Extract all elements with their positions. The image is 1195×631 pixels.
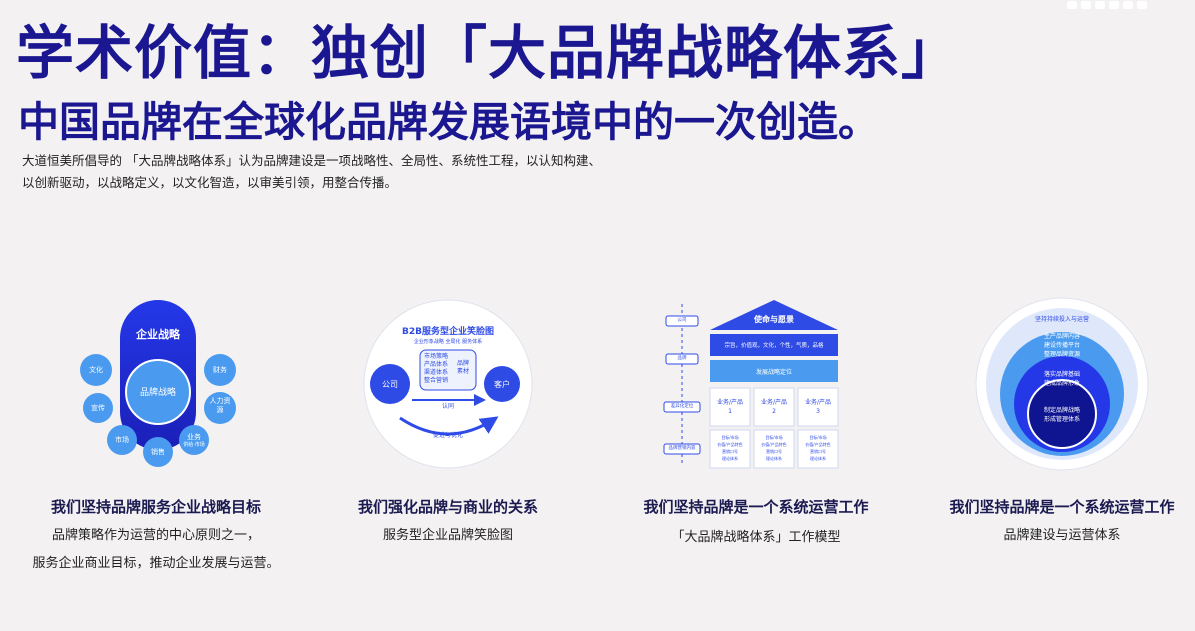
section-work-model: 使命与愿景 宗旨，价值观，文化，个性，气质，品格 发展战略定位 业务/产品 1 … [608,290,904,545]
diagram-top-label: 企业战略 [136,328,180,341]
section-title: 我们坚持品牌服务企业战略目标 [50,498,261,516]
smile-chart-diagram: B2B服务型企业笑脸图 企业形象战略 全局化 服务体系 公司 客户 市场策略 产… [300,290,596,480]
stack-item: 市场策略 [424,353,449,360]
intro-paragraph: 大道恒美所倡导的 「大品牌战略体系」认为品牌建设是一项战略性、全局性、系统性工程… [22,150,601,194]
section-title: 我们坚持品牌是一个系统运营工作 [643,498,869,516]
intro-line: 大道恒美所倡导的 「大品牌战略体系」认为品牌建设是一项战略性、全局性、系统性工程… [22,153,601,168]
section-subtitle: 品牌策略作为运营的中心原则之一， [51,528,260,543]
product-detail: 目标/市场 价值/产品特色 营销口号 理论体系 [761,435,787,461]
ring-content: 生产品牌内容 建设传播平台 整理品牌资源 [1022,332,1102,359]
satellite-label: 宣传 [91,404,105,412]
section-subtitle: 品牌建设与运营体系 [1003,528,1121,543]
ring-item: 建设传播平台 [1043,342,1080,349]
section-subtitle: 服务企业商业目标，推动企业发展与运营。 [32,556,280,571]
product-box: 业务/产品 1 [716,399,744,415]
axis-label: 品牌营销内容 [668,446,696,451]
client-node [484,366,520,402]
outer-ring-label: 坚持持续投入与运营 [1034,316,1089,323]
stack-item: 渠道体系 [424,369,449,376]
page-title: 学术价值：独创「大品牌战略体系」 [16,19,961,87]
ring-item: 形成管理体系 [1043,416,1080,423]
stack-item: 整合营销 [424,377,449,384]
ring-item: 生产品牌内容 [1043,333,1080,340]
brand-strategy-core [125,359,191,425]
satellite-label: 文化 [89,366,103,374]
arrow-label-optimize: 促进与优化 [432,432,463,439]
axis-label: 差异化定位 [670,404,694,409]
satellite-label: 销售 [151,448,165,456]
company-label: 公司 [382,380,398,389]
smile-chart-title: B2B服务型企业笑脸图 [402,327,494,337]
ring-item: 制定品牌战略 [1043,407,1080,414]
axis-label: 公司 [677,318,687,323]
company-node [370,364,410,404]
ring-base: 落实品牌基础 建成品牌形象 [1022,370,1102,388]
material-label: 品牌素材 [457,360,470,375]
ring-item: 落实品牌基础 [1043,371,1080,378]
smile-chart-subtitle: 企业形象战略 全局化 服务体系 [413,339,483,345]
satellite-label: 人力资源 [209,397,231,414]
strategy-orbit-diagram: 企业战略 品牌战略 文化 财务 宣传 人力资源 市场 业务 供给·市场 销售 [8,290,304,480]
strategy-stack: 市场策略 产品体系 渠道体系 整合营销 [424,353,454,385]
concentric-rings-diagram: 坚持持续投入与运营 生产品牌内容 建设传播平台 整理品牌资源 落实品牌基础 建成… [914,290,1195,480]
satellite-note: 供给·市场 [183,442,205,448]
stack-item: 产品体系 [424,361,449,368]
product-box: 业务/产品 3 [804,399,832,415]
section-title: 我们坚持品牌是一个系统运营工作 [949,498,1175,516]
page-subtitle: 中国品牌在全球化品牌发展语境中的一次创造。 [18,98,879,146]
brand-house-diagram: 使命与愿景 宗旨，价值观，文化，个性，气质，品格 发展战略定位 业务/产品 1 … [608,290,904,480]
section-title: 我们强化品牌与商业的关系 [357,498,538,516]
arrow-label-recognition: 认同 [441,403,454,410]
product-detail: 目标/市场 价值/产品特色 营销口号 理论体系 [717,435,743,461]
house-roof [710,300,838,330]
product-detail: 目标/市场 价值/产品特色 营销口号 理论体系 [805,435,831,461]
ring-item: 建成品牌形象 [1043,380,1080,387]
axis-label: 品牌 [677,356,687,361]
house-roof-label: 使命与愿景 [754,315,794,324]
satellite-label: 市场 [115,436,129,444]
intro-line: 以创新驱动，以战略定义，以文化智造，以审美引领，用整合传播。 [22,175,398,190]
section-subtitle: 「大品牌战略体系」工作模型 [671,530,841,545]
section-brand-business: B2B服务型企业笑脸图 企业形象战略 全局化 服务体系 公司 客户 市场策略 产… [300,290,596,543]
client-label: 客户 [494,380,510,389]
top-right-logo-mark [1067,0,1177,9]
satellite-label: 财务 [213,366,227,374]
house-row-values: 宗旨，价值观，文化，个性，气质，品格 [724,343,824,349]
section-operation-system: 坚持持续投入与运营 生产品牌内容 建设传播平台 整理品牌资源 落实品牌基础 建成… [914,290,1195,543]
ring-core: 制定品牌战略 形成管理体系 [1032,406,1092,424]
diagram-center-label: 品牌战略 [139,388,176,398]
section-subtitle: 服务型企业品牌笑脸图 [382,528,513,543]
ring-item: 整理品牌资源 [1043,351,1080,358]
house-row-positioning: 发展战略定位 [755,369,792,376]
satellite-label: 业务 [187,433,201,441]
satellite-circles [80,354,236,467]
product-box: 业务/产品 2 [760,399,788,415]
section-strategy-goals: 企业战略 品牌战略 文化 财务 宣传 人力资源 市场 业务 供给·市场 销售 我… [8,290,304,571]
